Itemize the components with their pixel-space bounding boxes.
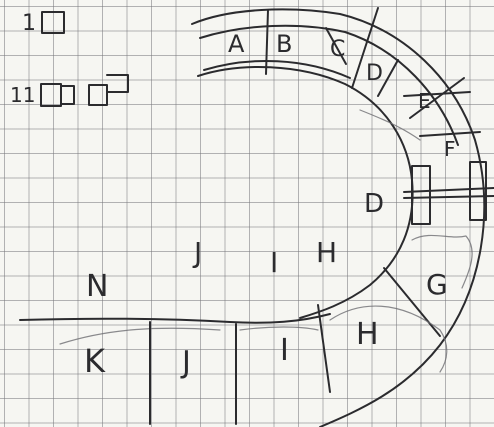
faint-scribble-2 (330, 306, 447, 372)
region-label-a: A (228, 30, 245, 58)
region-label-h-lower: H (356, 317, 379, 352)
legend-square-pair-4 (107, 75, 128, 92)
region-label-c: C (330, 37, 345, 62)
partition-i-line (240, 327, 318, 330)
region-label-j-lower: J (180, 345, 191, 380)
region-label-j-upper: J (192, 236, 202, 269)
partition-i-h (318, 305, 330, 392)
legend-square-single (42, 12, 64, 33)
legend-count-single: 1 (22, 11, 36, 36)
region-label-i-upper: I (270, 246, 278, 279)
region-label-h-upper: H (316, 236, 337, 269)
bottom-boundary-line (20, 314, 330, 323)
legend-square-pair-2 (61, 86, 74, 104)
region-label-i-lower: I (280, 333, 289, 368)
partition-f-cross (420, 132, 480, 136)
region-label-n: N (86, 269, 108, 304)
gate-crossbar-top (404, 188, 494, 192)
legend-count-pair: 11 (10, 83, 35, 107)
region-label-d-inner: D (364, 189, 384, 219)
region-label-e: E (418, 89, 431, 113)
region-label-g: G (426, 268, 448, 301)
gate-crossbar-bottom (404, 196, 494, 198)
legend-square-pair-1 (41, 84, 61, 106)
gate-left (412, 166, 430, 224)
region-label-f: F (444, 137, 456, 161)
region-label-k: K (84, 342, 106, 380)
region-label-b: B (276, 30, 292, 58)
legend-square-pair-3 (89, 85, 107, 105)
partition-a-b (266, 10, 268, 74)
faint-scribble-3 (360, 110, 420, 140)
partition-e-f (404, 92, 470, 96)
region-label-d: D (366, 61, 383, 86)
